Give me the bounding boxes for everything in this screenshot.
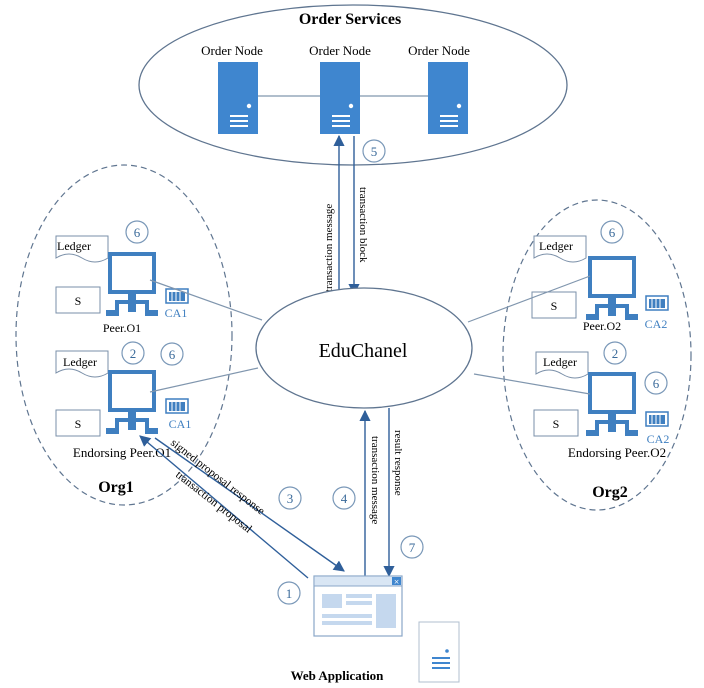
step-7-label: 7 [409, 540, 416, 555]
step-1-label: 1 [286, 586, 293, 601]
smart-contract-box [533, 409, 579, 437]
label-transaction-message-top: transaction message [323, 204, 335, 292]
arrow-signed-proposal-response [154, 437, 345, 572]
step-badge-3 [278, 486, 302, 510]
ca-certificate-icon [645, 295, 669, 311]
channel-label: EduChanel [319, 340, 408, 362]
step-badge-6 [600, 220, 624, 244]
ledger-label: Ledger [539, 239, 573, 253]
web-application-label: Web Application [291, 668, 385, 683]
step-4-label: 4 [341, 491, 348, 506]
arrow-transaction-proposal [139, 435, 309, 579]
web-server-icon [418, 621, 460, 683]
peer-computer-icon [584, 372, 640, 438]
ca-label: CA1 [169, 417, 192, 431]
smart-contract-box [55, 409, 101, 437]
step-6-label: 6 [609, 225, 616, 240]
step-6-label: 6 [169, 347, 176, 362]
link-endorsing-peer-o2 [473, 373, 591, 395]
org2-ellipse [502, 199, 692, 511]
step-2-label: 2 [130, 346, 137, 361]
step-5-label: 5 [371, 144, 378, 159]
smart-contract-label: S [75, 294, 82, 308]
ca-label: CA2 [645, 317, 668, 331]
order-node-label-3: Order Node [408, 43, 470, 58]
smart-contract-box [531, 291, 577, 319]
org1-ellipse [15, 164, 233, 506]
smart-contract-label: S [553, 417, 560, 431]
smart-contract-label: S [551, 299, 558, 313]
step-badge-6 [160, 342, 184, 366]
step-3-label: 3 [287, 491, 294, 506]
order-services-title: Order Services [299, 11, 401, 28]
label-result-response: result response [392, 430, 404, 496]
link-peer-o1 [149, 279, 263, 321]
label-transaction-message-bottom: transaction message [369, 436, 381, 524]
ca-certificate-icon [645, 411, 669, 427]
ledger-label: Ledger [63, 355, 97, 369]
ledger-label: Ledger [543, 355, 577, 369]
step-badge-5 [362, 139, 386, 163]
peer-name-label: Peer.O1 [103, 321, 141, 335]
smart-contract-box [55, 286, 101, 314]
order-node-server-icon [320, 62, 360, 134]
label-transaction-block: transaction block [357, 187, 369, 263]
step-badge-6 [125, 220, 149, 244]
peer-computer-icon [104, 252, 160, 318]
peer-name-label: Endorsing Peer.O2 [568, 445, 666, 460]
ca-label: CA1 [165, 306, 188, 320]
org2-label: Org2 [592, 484, 628, 501]
link-endorsing-peer-o1 [149, 367, 259, 393]
svg-text:×: × [394, 578, 400, 586]
link-peer-o2 [467, 275, 591, 323]
step-6-label: 6 [653, 376, 660, 391]
ca-label: CA2 [647, 432, 670, 446]
web-application-window-icon: × [313, 575, 403, 637]
smart-contract-label: S [75, 417, 82, 431]
order-node-server-icon [428, 62, 468, 134]
step-2-label: 2 [612, 346, 619, 361]
step-badge-6 [644, 371, 668, 395]
org1-label: Org1 [98, 479, 134, 496]
step-badge-4 [332, 486, 356, 510]
step-badge-1 [277, 581, 301, 605]
step-6-label: 6 [134, 225, 141, 240]
peer-name-label: Peer.O2 [583, 319, 621, 333]
ledger-label: Ledger [57, 239, 91, 253]
order-node-label-1: Order Node [201, 43, 263, 58]
order-node-server-icon [218, 62, 258, 134]
step-badge-2 [603, 341, 627, 365]
order-node-label-2: Order Node [309, 43, 371, 58]
ca-certificate-icon [165, 398, 189, 414]
peer-computer-icon [584, 256, 640, 322]
peer-name-label: Endorsing Peer.O1 [73, 445, 171, 460]
peer-computer-icon [104, 370, 160, 436]
channel-ellipse [255, 287, 473, 409]
ca-certificate-icon [165, 288, 189, 304]
step-badge-2 [121, 341, 145, 365]
step-badge-7 [400, 535, 424, 559]
